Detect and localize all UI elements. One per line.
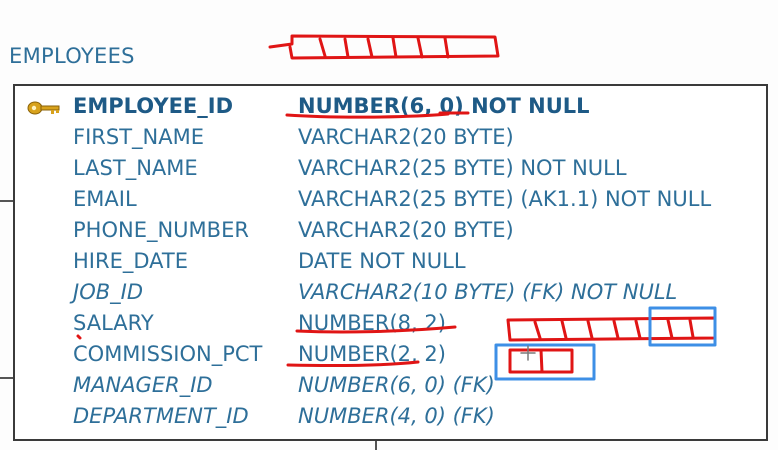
red-box-near-title xyxy=(268,34,500,60)
column-name: FIRST_NAME xyxy=(73,125,204,149)
relationship-line-bottom xyxy=(375,441,377,450)
column-name: LAST_NAME xyxy=(73,156,198,180)
column-row-phone-number: PHONE_NUMBER VARCHAR2(20 BYTE) xyxy=(15,218,766,246)
column-type: DATE NOT NULL xyxy=(298,249,466,273)
column-name: SALARY xyxy=(73,311,154,335)
cursor-crosshair xyxy=(520,345,536,361)
red-underlines xyxy=(76,111,470,368)
table-title: EMPLOYEES xyxy=(9,44,135,68)
column-row-email: EMAIL VARCHAR2(25 BYTE) (AK1.1) NOT NULL xyxy=(15,187,766,215)
column-name: HIRE_DATE xyxy=(73,249,188,273)
column-type: VARCHAR2(10 BYTE) (FK) NOT NULL xyxy=(298,280,678,304)
column-type: VARCHAR2(20 BYTE) xyxy=(298,125,514,149)
column-name: EMAIL xyxy=(73,187,137,211)
column-row-department-id: DEPARTMENT_ID NUMBER(4, 0) (FK) xyxy=(15,404,766,432)
column-row-hire-date: HIRE_DATE DATE NOT NULL xyxy=(15,249,766,277)
relationship-line-left-bottom xyxy=(0,377,13,379)
column-name: MANAGER_ID xyxy=(73,373,213,397)
blue-highlight-boxes xyxy=(494,306,717,381)
column-type: VARCHAR2(25 BYTE) (AK1.1) NOT NULL xyxy=(298,187,712,211)
column-name: COMMISSION_PCT xyxy=(73,342,263,366)
column-row-first-name: FIRST_NAME VARCHAR2(20 BYTE) xyxy=(15,125,766,153)
column-type: NUMBER(4, 0) (FK) xyxy=(298,404,495,428)
column-type: NUMBER(2, 2) xyxy=(298,342,446,366)
relationship-line-left-top xyxy=(0,200,13,202)
column-name: EMPLOYEE_ID xyxy=(73,94,234,118)
column-row-job-id: JOB_ID VARCHAR2(10 BYTE) (FK) NOT NULL xyxy=(15,280,766,308)
column-type: VARCHAR2(20 BYTE) xyxy=(298,218,514,242)
column-name: JOB_ID xyxy=(73,280,143,304)
column-name: DEPARTMENT_ID xyxy=(73,404,249,428)
column-row-last-name: LAST_NAME VARCHAR2(25 BYTE) NOT NULL xyxy=(15,156,766,184)
entity-employees[interactable]: EMPLOYEE_ID NUMBER(6, 0) NOT NULL FIRST_… xyxy=(13,84,768,441)
column-name: PHONE_NUMBER xyxy=(73,218,249,242)
column-row-commission-pct: COMMISSION_PCT NUMBER(2, 2) xyxy=(15,342,766,370)
key-icon xyxy=(27,100,63,120)
column-type: VARCHAR2(25 BYTE) NOT NULL xyxy=(298,156,627,180)
column-row-manager-id: MANAGER_ID NUMBER(6, 0) (FK) xyxy=(15,373,766,401)
column-type: NUMBER(6, 0) (FK) xyxy=(298,373,495,397)
